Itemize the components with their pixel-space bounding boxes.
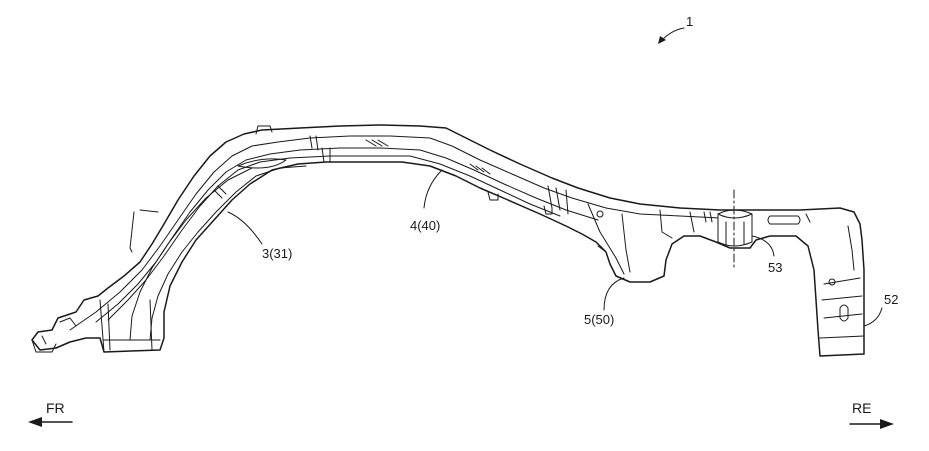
ref-arrowhead xyxy=(658,36,666,44)
front-direction-label: FR xyxy=(46,400,65,416)
rail-under-tabs xyxy=(487,191,553,215)
frame-body xyxy=(31,124,865,357)
frame-outer-outline xyxy=(31,124,865,357)
front-arrow-icon xyxy=(28,417,42,427)
callout-4: 4(40) xyxy=(410,169,443,233)
label-part-3: 3(31) xyxy=(262,246,292,261)
rear-ticks xyxy=(703,211,811,223)
rear-direction: RE xyxy=(849,400,894,429)
callout-52: 52 xyxy=(863,292,898,327)
leader-53 xyxy=(751,235,775,257)
label-part-52: 52 xyxy=(884,292,898,307)
label-part-5: 5(50) xyxy=(584,312,614,327)
ref-1-callout: 1 xyxy=(658,14,693,44)
label-part-53: 53 xyxy=(768,260,782,275)
arch-oval-slot xyxy=(237,158,287,169)
rail-upper-inner-edge xyxy=(69,135,721,331)
callout-5: 5(50) xyxy=(584,277,625,327)
leader-3 xyxy=(227,211,263,245)
arch-upright-left xyxy=(129,209,159,253)
rear-arrow-icon xyxy=(880,419,894,429)
front-direction: FR xyxy=(28,400,73,427)
inner-arch-curve xyxy=(149,165,307,341)
rail-flange-line xyxy=(107,155,561,321)
front-lower-box xyxy=(99,299,161,353)
joint-seams xyxy=(309,135,569,215)
ref-arrow-line xyxy=(661,27,685,41)
mount-53 xyxy=(717,209,753,247)
leader-5 xyxy=(603,277,625,311)
ref-number-label: 1 xyxy=(686,14,693,29)
rear-direction-label: RE xyxy=(852,400,871,416)
rear-bracket-detail xyxy=(587,203,695,275)
front-tip-lug xyxy=(31,317,77,353)
rear-column-52 xyxy=(819,225,865,339)
rear-slot xyxy=(767,215,801,225)
leader-4 xyxy=(423,169,443,209)
leader-52 xyxy=(863,307,883,327)
callout-3: 3(31) xyxy=(227,211,292,261)
rail-hatching xyxy=(213,139,491,199)
inner-arch-curve-2 xyxy=(129,167,253,341)
upper-tab xyxy=(255,125,273,135)
bracket-hole xyxy=(596,210,604,218)
callout-53: 53 xyxy=(751,235,782,275)
label-part-4: 4(40) xyxy=(410,218,440,233)
